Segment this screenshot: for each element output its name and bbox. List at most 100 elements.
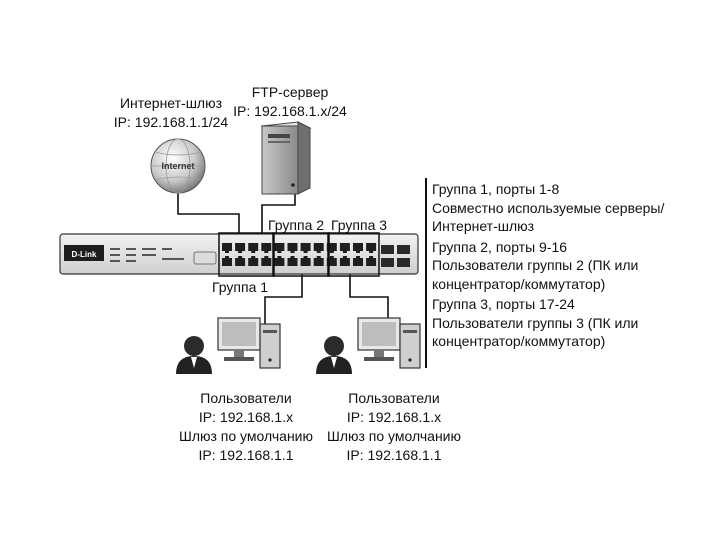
group3-outline [327,232,380,277]
user1-workstation-icon [217,317,281,369]
user2-workstation-icon [357,317,421,369]
user2-label: Пользователи IP: 192.168.1.x Шлюз по умо… [326,389,462,465]
user1-gateway-title: Шлюз по умолчанию [178,428,313,444]
legend: Группа 1, порты 1-8 Совместно используем… [432,180,714,351]
switch-port-tab [356,251,360,253]
ftp-label: FTP-сервер IP: 192.168.1.x/24 [232,83,348,121]
switch-port-tab [290,256,295,258]
switch-port [274,243,285,251]
switch-port [366,243,377,251]
group3-label: Группа 3 [331,217,388,233]
switch-port [339,243,350,251]
switch-port-tab [329,251,334,253]
cable-gateway [177,192,240,243]
user2-gateway-title: Шлюз по умолчанию [326,428,461,444]
switch-port-tab [238,251,243,253]
user1-avatar-icon [176,336,212,374]
switch-port [353,243,363,251]
legend-line: концентратор/коммутатор) [432,333,606,349]
switch-port [287,258,298,266]
user1-ip: IP: 192.168.1.x [198,409,294,425]
switch-port [248,258,259,266]
user2-title: Пользователи [348,390,440,406]
gateway-title: Интернет-шлюз [119,95,223,111]
switch-port-tab [290,251,295,253]
switch-port-tab [303,251,308,253]
legend-line: Группа 2, порты 9-16 [432,238,568,255]
cable-ftp [261,192,296,243]
user1-title: Пользователи [200,390,292,406]
switch-port-tab [225,251,229,253]
group1-outline [218,232,275,277]
switch-port-tab [264,256,269,258]
switch-port-tab [329,256,334,258]
switch-port [287,243,298,251]
user2-avatar-icon [316,336,352,374]
switch-port-tab [238,256,243,258]
group2-label: Группа 2 [268,217,325,233]
switch-port-tab [356,256,360,258]
switch-port [248,243,259,251]
switch-device: D-Link [59,233,419,275]
switch-port-tab [369,256,374,258]
legend-line: Группа 3, порты 17-24 [432,296,575,312]
switch-port [326,258,337,266]
ftp-ip: IP: 192.168.1.x/24 [233,103,347,119]
group2-outline [272,232,330,277]
switch-brand-logo: D-Link [72,250,97,259]
user1-label: Пользователи IP: 192.168.1.x Шлюз по умо… [178,389,314,465]
switch-port-tab [303,256,308,258]
switch-port-tab [316,256,321,258]
switch-port [222,243,232,251]
switch-leds [110,248,184,262]
switch-port-tab [369,251,374,253]
gateway-ip: IP: 192.168.1.1/24 [113,114,229,130]
switch-port [274,258,285,266]
sfp-slots [381,245,410,267]
legend-line: Пользователи группы 2 (ПК или [432,257,639,273]
gateway-label: Интернет-шлюз IP: 192.168.1.1/24 [104,94,238,132]
legend-line: концентратор/коммутатор) [432,275,606,292]
switch-port [222,258,232,266]
cable-user1 [264,264,303,340]
switch-port [261,243,272,251]
switch-port-tab [251,256,256,258]
switch-port [235,243,246,251]
switch-port-tab [342,256,347,258]
globe-text: Internet [161,161,194,171]
switch-port [313,243,324,251]
switch-port-tab [264,251,269,253]
switch-port [326,243,337,251]
switch-port [353,258,363,266]
switch-port [261,258,272,266]
legend-group-2: Группа 2, порты 9-16 Пользователи группы… [432,238,714,294]
switch-port-tab [277,251,282,253]
switch-port-tab [316,251,321,253]
group1-label: Группа 1 [212,279,269,295]
switch-port-tab [225,256,229,258]
switch-port [339,258,350,266]
switch-port [366,258,377,266]
switch-port-tab [251,251,256,253]
legend-divider [425,178,427,368]
switch-port [313,258,324,266]
user1-gateway-ip: IP: 192.168.1.1 [198,447,294,463]
legend-line: Пользователи группы 3 (ПК или [432,314,639,331]
group-outlines [218,232,380,277]
internet-globe-icon: Internet [150,138,206,194]
ftp-title: FTP-сервер [251,84,329,100]
switch-port [300,243,311,251]
legend-group-3: Группа 3, порты 17-24 Пользователи групп… [432,295,714,351]
user2-ip: IP: 192.168.1.x [346,409,442,425]
ftp-server-icon [260,121,312,195]
legend-line: Интернет-шлюз [432,218,535,234]
legend-line: Группа 1, порты 1-8 [432,181,560,197]
switch-port-grid [222,243,377,266]
switch-port-tab [342,251,347,253]
user2-gateway-ip: IP: 192.168.1.1 [346,447,442,463]
legend-line: Совместно используемые серверы/ [432,199,665,216]
switch-port [235,258,246,266]
legend-group-1: Группа 1, порты 1-8 Совместно используем… [432,180,714,236]
switch-port-tab [277,256,282,258]
